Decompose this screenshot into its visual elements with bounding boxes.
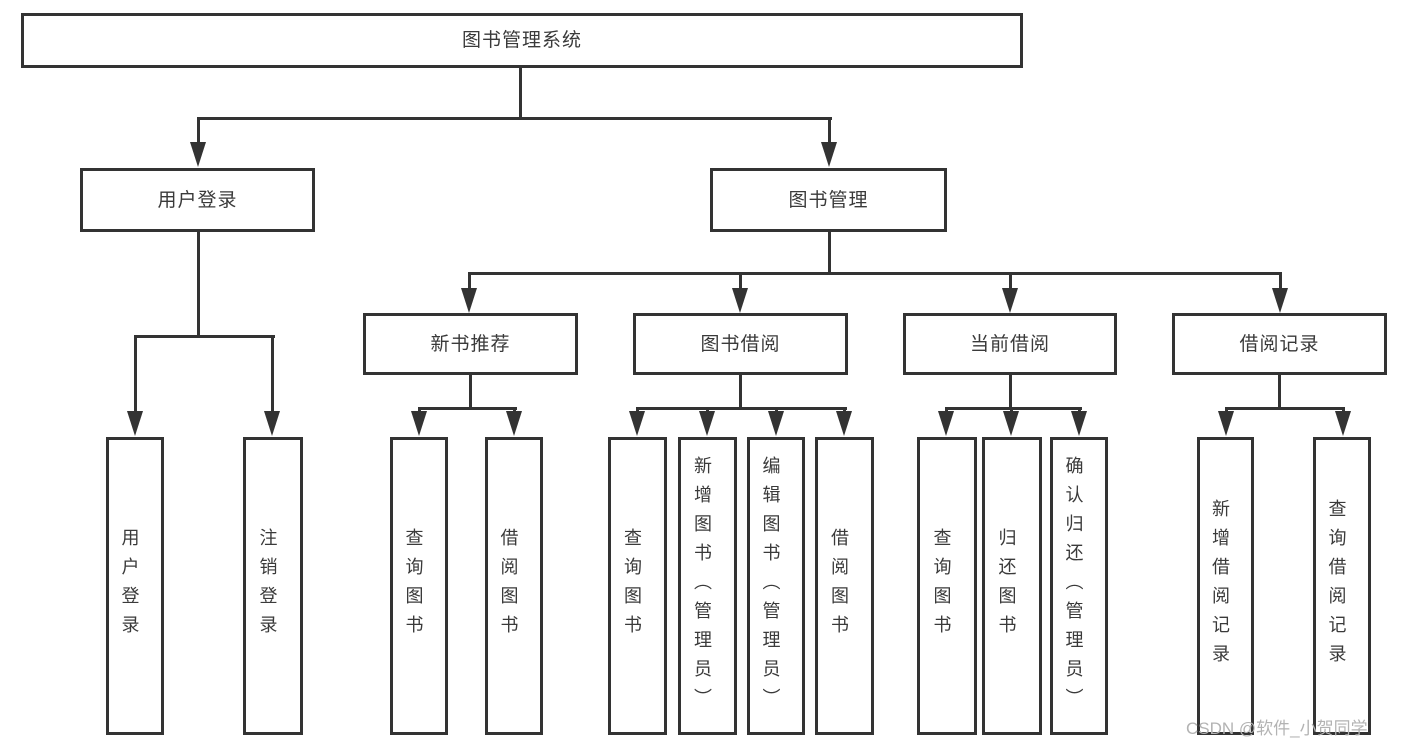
connector-line-h: [636, 407, 847, 410]
arrowhead-down-icon: [836, 411, 852, 436]
leaf-label: 新增图书（管理员）: [692, 455, 712, 717]
arrowhead-down-icon: [821, 142, 837, 167]
node-borrow-books-recommend: 借阅图书: [485, 437, 543, 735]
connector-line-h: [197, 117, 832, 120]
node-borrow-books: 借阅图书: [815, 437, 874, 735]
connector-line-h: [418, 407, 517, 410]
leaf-label: 查询图书: [931, 528, 952, 644]
arrowhead-down-icon: [938, 411, 954, 436]
connector-line-h: [1225, 407, 1345, 410]
node-library-management-system: 图书管理系统: [21, 13, 1023, 68]
arrowhead-down-icon: [127, 411, 143, 436]
node-query-books-borrowing: 查询图书: [608, 437, 667, 735]
arrowhead-down-icon: [629, 411, 645, 436]
node-book-borrowing: 图书借阅: [633, 313, 848, 375]
watermark-text: CSDN @软件_小贺同学: [1186, 719, 1368, 738]
connector-line-h: [945, 407, 1082, 410]
connector-line-v: [1279, 272, 1282, 289]
connector-line-v: [739, 375, 742, 410]
leaf-label: 编辑图书（管理员）: [760, 455, 781, 717]
connector-line-v: [519, 68, 522, 120]
node-book-management: 图书管理: [710, 168, 947, 232]
arrowhead-down-icon: [190, 142, 206, 167]
arrowhead-down-icon: [1002, 288, 1018, 313]
arrowhead-down-icon: [1003, 411, 1019, 436]
node-user-login-leaf: 用户登录: [106, 437, 164, 735]
arrowhead-down-icon: [1071, 411, 1087, 436]
leaf-label: 查询图书: [403, 528, 424, 644]
connector-line-v: [828, 117, 831, 145]
connector-line-v: [134, 335, 137, 413]
leaf-label: 查询借阅记录: [1326, 499, 1347, 673]
connector-line-v: [197, 232, 200, 338]
node-return-book: 归还图书: [982, 437, 1042, 735]
leaf-label: 借阅图书: [498, 528, 519, 644]
connector-line-v: [271, 335, 274, 413]
node-query-books-current: 查询图书: [917, 437, 977, 735]
node-borrowing-records: 借阅记录: [1172, 313, 1387, 375]
node-user-login: 用户登录: [80, 168, 315, 232]
leaf-label: 查询图书: [622, 528, 642, 644]
connector-line-v: [828, 232, 831, 275]
node-confirm-return-admin: 确认归还（管理员）: [1050, 437, 1108, 735]
node-add-borrow-record: 新增借阅记录: [1197, 437, 1254, 735]
connector-line-v: [1278, 375, 1281, 410]
arrowhead-down-icon: [699, 411, 715, 436]
node-logout: 注销登录: [243, 437, 303, 735]
connector-line-v: [197, 117, 200, 145]
connector-line-v: [468, 272, 471, 289]
arrowhead-down-icon: [411, 411, 427, 436]
node-edit-book-admin: 编辑图书（管理员）: [747, 437, 805, 735]
arrowhead-down-icon: [1335, 411, 1351, 436]
leaf-label: 确认归还（管理员）: [1063, 455, 1084, 717]
connector-line-v: [1009, 375, 1012, 410]
connector-line-v: [1009, 272, 1012, 289]
arrowhead-down-icon: [1218, 411, 1234, 436]
node-add-book-admin: 新增图书（管理员）: [678, 437, 737, 735]
leaf-label: 归还图书: [996, 528, 1017, 644]
connector-line-h: [134, 335, 275, 338]
connector-line-v: [469, 375, 472, 410]
node-query-borrow-record: 查询借阅记录: [1313, 437, 1371, 735]
arrowhead-down-icon: [506, 411, 522, 436]
node-new-book-recommendation: 新书推荐: [363, 313, 578, 375]
leaf-label: 注销登录: [257, 528, 278, 644]
arrowhead-down-icon: [732, 288, 748, 313]
arrowhead-down-icon: [264, 411, 280, 436]
arrowhead-down-icon: [461, 288, 477, 313]
node-query-books-recommend: 查询图书: [390, 437, 448, 735]
arrowhead-down-icon: [768, 411, 784, 436]
leaf-label: 借阅图书: [829, 528, 849, 644]
connector-line-h: [468, 272, 1282, 275]
connector-line-v: [739, 272, 742, 289]
leaf-label: 新增借阅记录: [1210, 499, 1230, 673]
arrowhead-down-icon: [1272, 288, 1288, 313]
leaf-label: 用户登录: [119, 528, 140, 644]
node-current-borrowing: 当前借阅: [903, 313, 1117, 375]
